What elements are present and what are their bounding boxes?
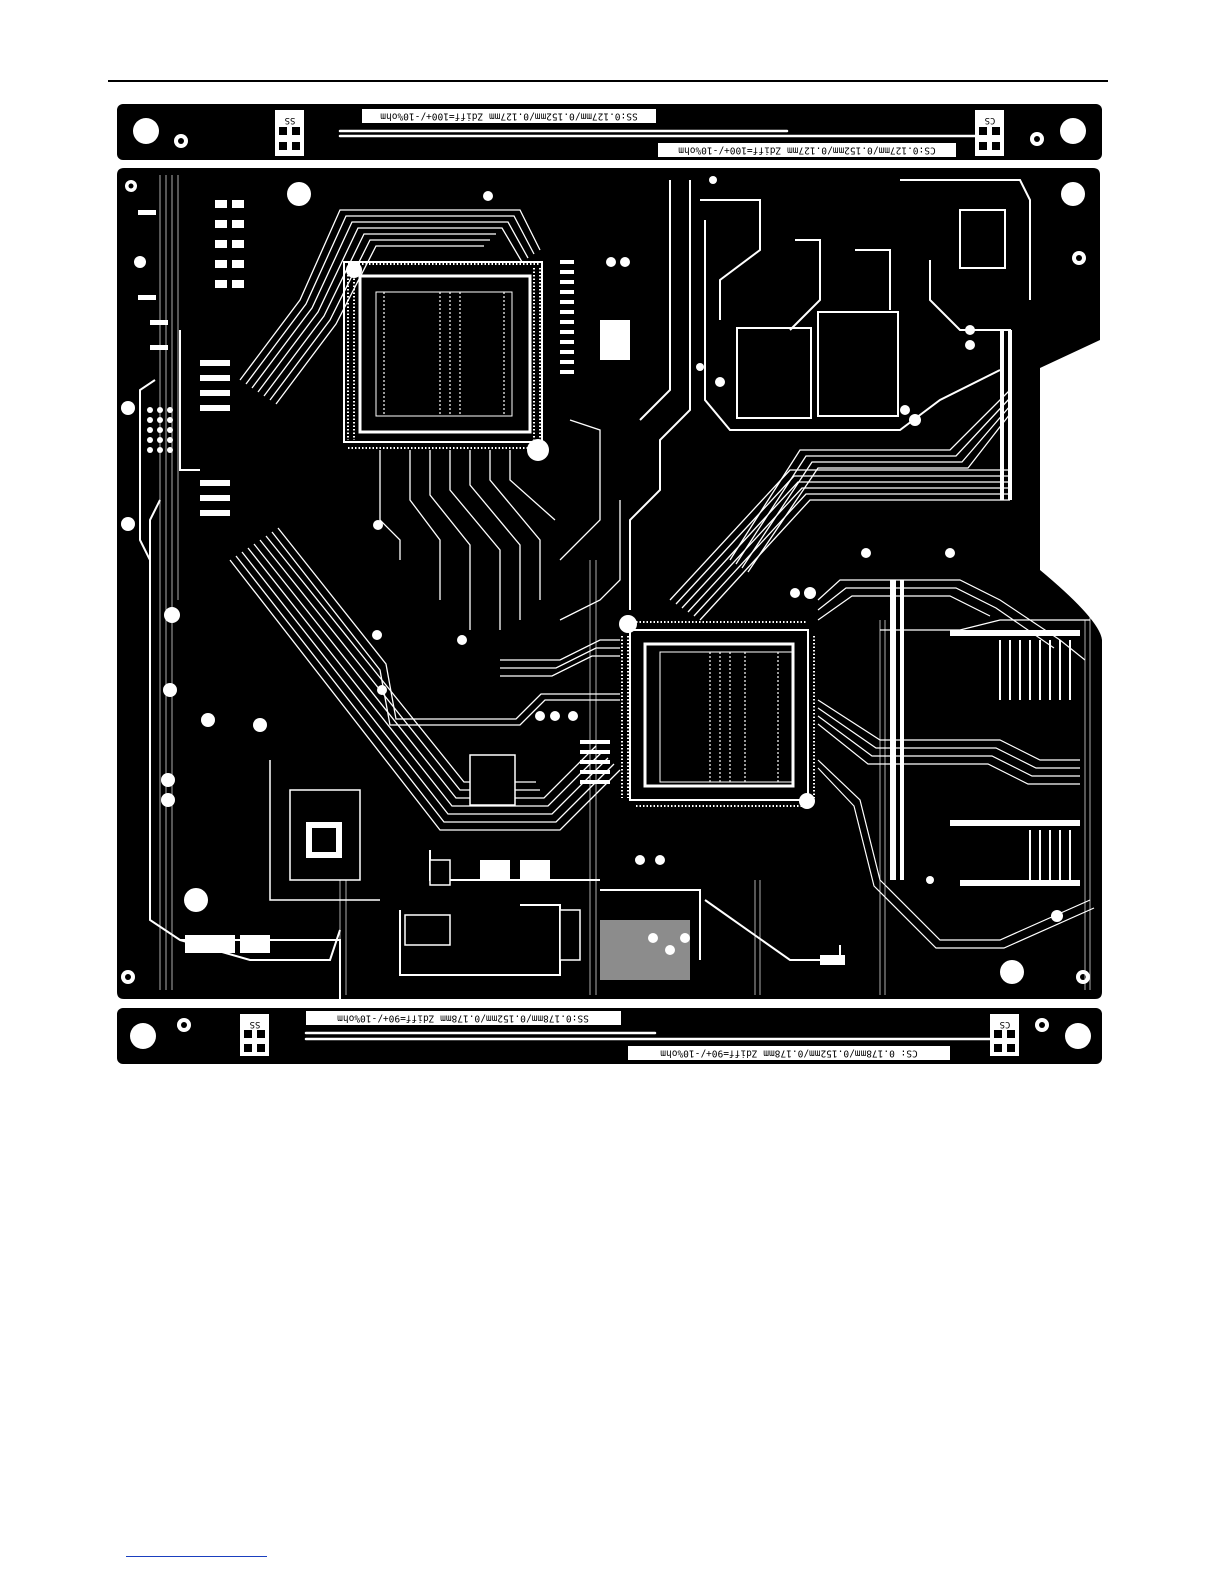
coupon-top: SS CS SS:0.127mm/0.152mm/0.127mm Zdiff=1… xyxy=(117,104,1102,160)
coupon-top-cs-tag: CS xyxy=(985,115,996,125)
mounting-hole-icon xyxy=(1060,118,1086,144)
main-board xyxy=(117,168,1102,1000)
mounting-hole-icon xyxy=(130,1023,156,1049)
mounting-hole-icon xyxy=(184,888,208,912)
coupon-bottom-ss-tag: SS xyxy=(250,1019,261,1029)
board-outline xyxy=(117,168,1102,999)
coupon-bottom: SS CS SS:0.178mm/0.152mm/0.178mm Zdiff=9… xyxy=(117,1008,1102,1064)
coupon-bottom-ss-spec: SS:0.178mm/0.152mm/0.178mm Zdiff=90+/-10… xyxy=(337,1013,589,1024)
bga-package-icon xyxy=(344,262,549,461)
coupon-top-ss-tag: SS xyxy=(285,115,296,125)
bga-package-icon xyxy=(619,615,815,809)
footer-link-underline[interactable] xyxy=(126,1556,267,1557)
ic-package xyxy=(818,312,898,416)
coupon-top-cs-spec: CS:0.127mm/0.152mm/0.127mm Zdiff=100+/-1… xyxy=(678,145,936,156)
mounting-hole-icon xyxy=(1061,182,1085,206)
ic-package xyxy=(737,328,811,418)
mounting-hole-icon xyxy=(1000,960,1024,984)
coupon-bottom-cs-spec: CS: 0.178mm/0.152mm/0.178mm Zdiff=90+/-1… xyxy=(660,1048,918,1059)
ic-package xyxy=(960,210,1005,268)
coupon-top-ss-spec: SS:0.127mm/0.152mm/0.127mm Zdiff=100+/-1… xyxy=(380,111,638,122)
coupon-bottom-cs-tag: CS xyxy=(1000,1019,1011,1029)
mounting-hole-icon xyxy=(133,118,159,144)
mounting-hole-icon xyxy=(1065,1023,1091,1049)
mounting-hole-icon xyxy=(287,182,311,206)
